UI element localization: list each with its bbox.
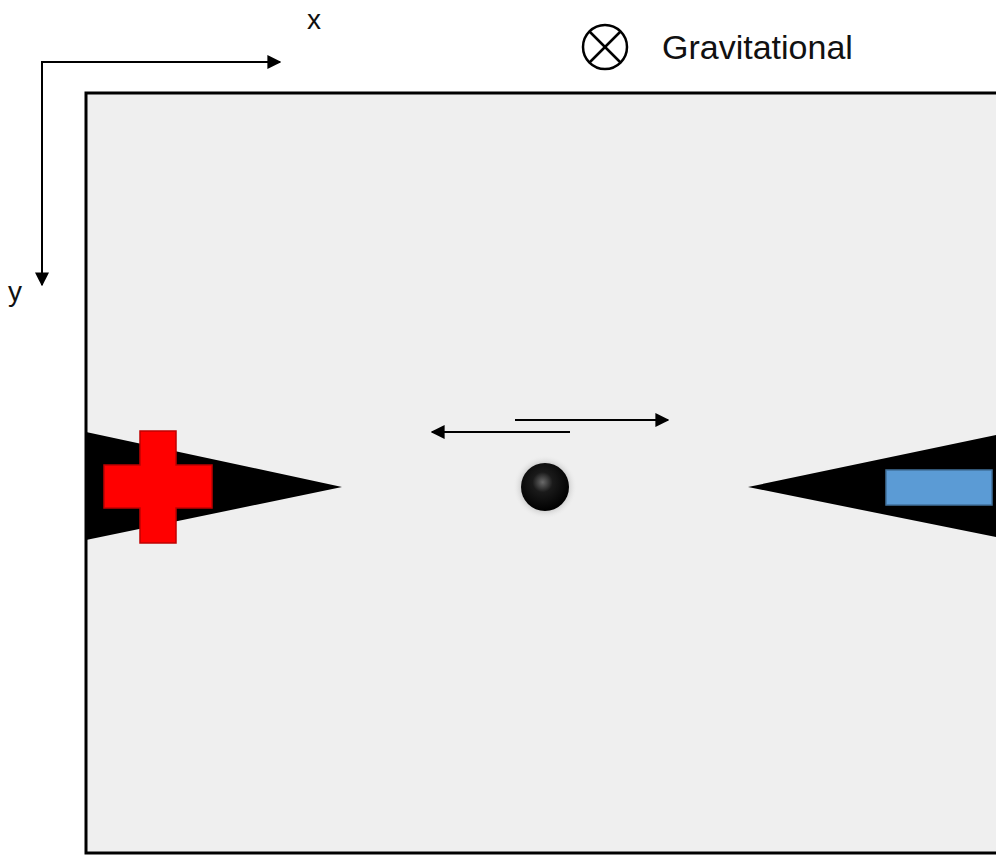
motion-arrow xyxy=(432,431,570,433)
y-axis xyxy=(41,61,43,285)
negative-electrode xyxy=(748,435,996,537)
motion-arrow xyxy=(515,419,668,421)
plus-symbol xyxy=(104,431,212,543)
axis-label: y xyxy=(8,278,22,306)
minus-symbol xyxy=(886,470,992,505)
charged-ball xyxy=(521,463,569,511)
field-label: Gravitational xyxy=(662,30,853,64)
x-axis xyxy=(42,61,280,63)
ball-glow xyxy=(513,455,577,519)
chamber xyxy=(86,93,996,853)
axis-label: x xyxy=(307,6,321,34)
into-page-symbol xyxy=(583,25,627,69)
